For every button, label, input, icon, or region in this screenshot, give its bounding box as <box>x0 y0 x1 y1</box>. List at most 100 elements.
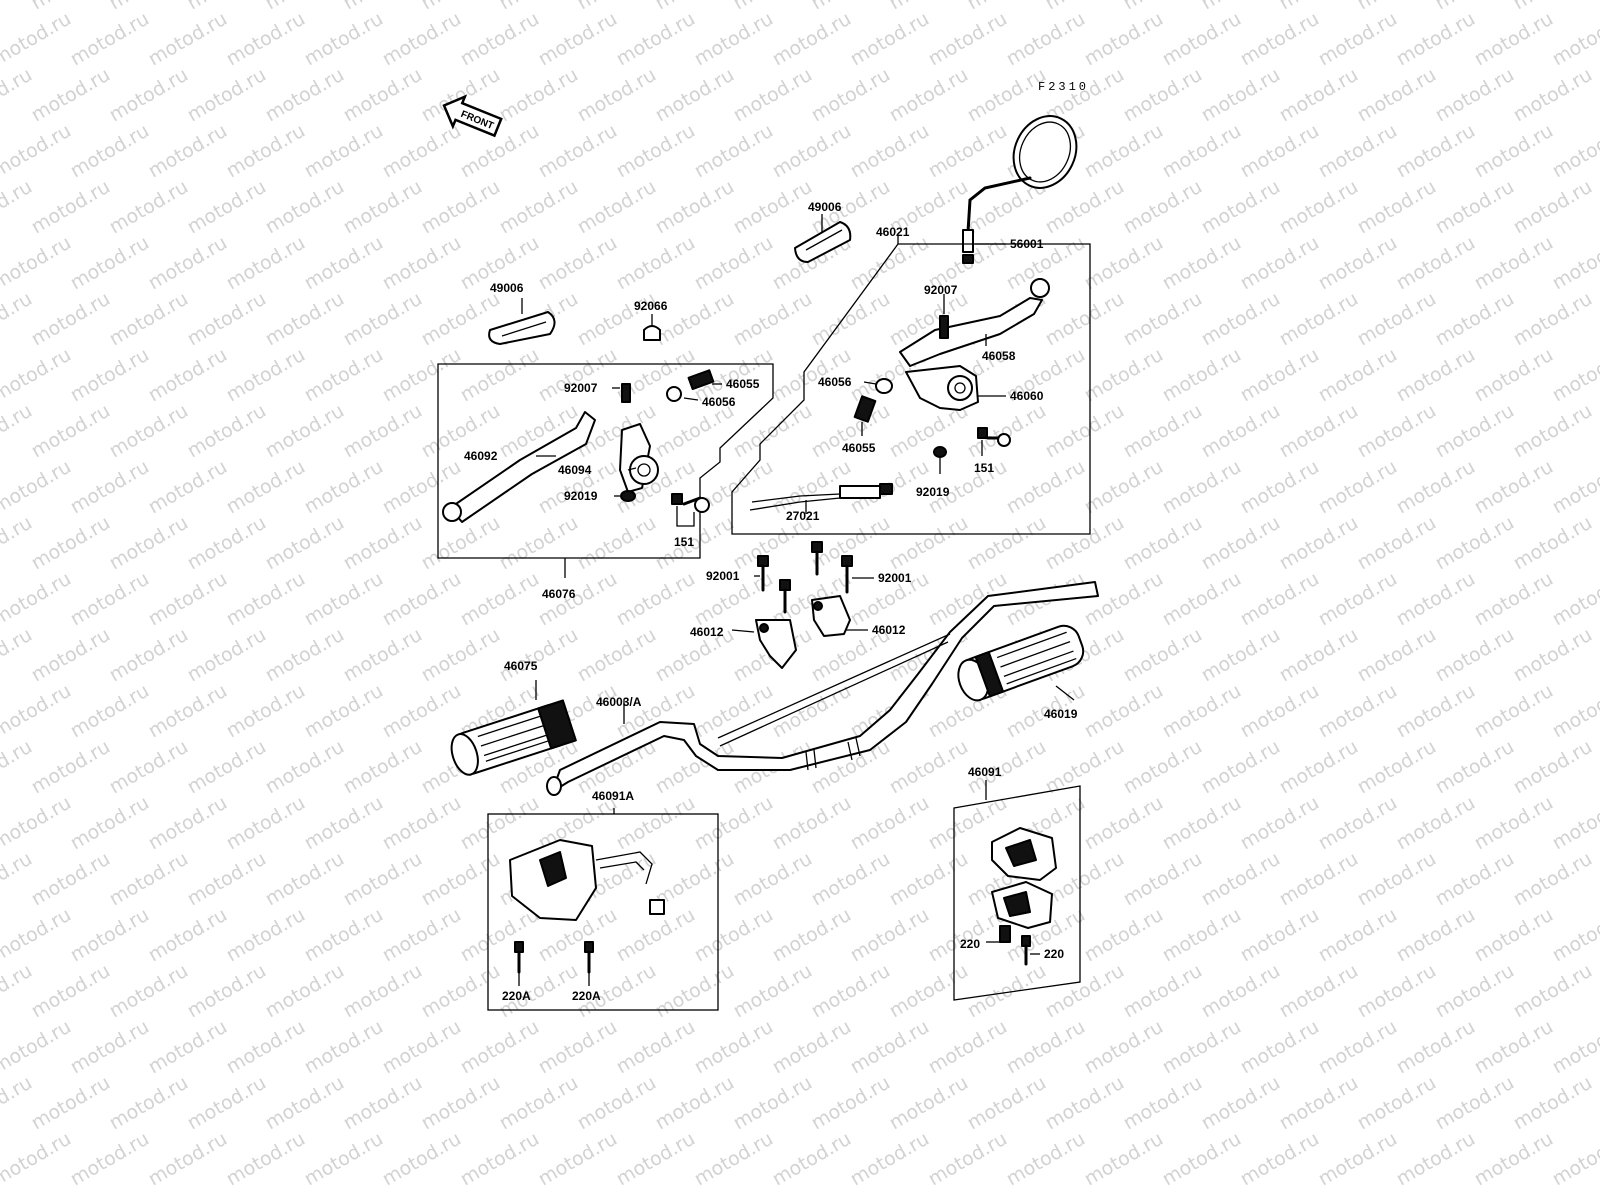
watermark-text: motod.ru <box>0 400 36 463</box>
watermark-text: motod.ru <box>223 1128 309 1191</box>
watermark-text: motod.ru <box>1120 288 1206 351</box>
watermark-text: motod.ru <box>0 848 36 911</box>
watermark-text: motod.ru <box>925 1016 1011 1079</box>
adjuster-46055-left-icon <box>666 369 715 402</box>
watermark-text: motod.ru <box>1198 512 1284 575</box>
watermark-text: motod.ru <box>301 232 387 295</box>
watermark-text: motod.ru <box>457 344 543 407</box>
watermark-text: motod.ru <box>964 0 1050 14</box>
label-46012-right: 46012 <box>872 623 906 637</box>
watermark-text: motod.ru <box>1159 680 1245 743</box>
watermark-text: motod.ru <box>301 792 387 855</box>
watermark-text: motod.ru <box>1471 232 1557 295</box>
watermark-text: motod.ru <box>223 232 309 295</box>
watermark-text: motod.ru <box>223 344 309 407</box>
watermark-text: motod.ru <box>1315 568 1401 631</box>
watermark-text: motod.ru <box>1276 176 1362 239</box>
watermark-text: motod.ru <box>28 0 114 14</box>
watermark-text: motod.ru <box>1432 848 1518 911</box>
label-46056-left: 46056 <box>702 395 736 409</box>
watermark-text: motod.ru <box>184 848 270 911</box>
watermark-text: motod.ru <box>340 400 426 463</box>
watermark-text: motod.ru <box>145 232 231 295</box>
watermark-text: motod.ru <box>262 1072 348 1135</box>
watermark-text: motod.ru <box>964 400 1050 463</box>
screw-151-right-icon <box>977 427 1011 447</box>
watermark-text: motod.ru <box>574 624 660 687</box>
watermark-text: motod.ru <box>613 568 699 631</box>
watermark-text: motod.ru <box>613 1016 699 1079</box>
label-220-right: 220 <box>1044 947 1064 961</box>
watermark-text: motod.ru <box>1276 512 1362 575</box>
watermark-text: motod.ru <box>691 1016 777 1079</box>
watermark-text: motod.ru <box>106 736 192 799</box>
watermark-text: motod.ru <box>223 568 309 631</box>
watermark-text: motod.ru <box>457 8 543 71</box>
watermark-text: motod.ru <box>28 64 114 127</box>
label-27021: 27021 <box>786 509 820 523</box>
label-46021: 46021 <box>876 225 910 239</box>
watermark-text: motod.ru <box>1510 624 1596 687</box>
watermark-text: motod.ru <box>1276 624 1362 687</box>
watermark-text: motod.ru <box>301 904 387 967</box>
watermark-text: motod.ru <box>379 904 465 967</box>
watermark-text: motod.ru <box>1432 960 1518 1023</box>
watermark-text: motod.ru <box>457 792 543 855</box>
watermark-text: motod.ru <box>0 792 75 855</box>
label-56001: 56001 <box>1010 237 1044 251</box>
watermark-text: motod.ru <box>730 64 816 127</box>
watermark-text: motod.ru <box>886 64 972 127</box>
watermark-text: motod.ru <box>1393 568 1479 631</box>
watermark-text: motod.ru <box>1315 232 1401 295</box>
watermark-text: motod.ru <box>1081 1128 1167 1191</box>
watermark-text: motod.ru <box>1003 8 1089 71</box>
watermark-text: motod.ru <box>1237 904 1323 967</box>
watermark-text: motod.ru <box>67 8 153 71</box>
watermark-text: motod.ru <box>1237 232 1323 295</box>
watermark-text: motod.ru <box>223 120 309 183</box>
watermark-text: motod.ru <box>496 624 582 687</box>
watermark-text: motod.ru <box>67 344 153 407</box>
watermark-text: motod.ru <box>67 456 153 519</box>
watermark-text: motod.ru <box>106 960 192 1023</box>
watermark-text: motod.ru <box>1198 736 1284 799</box>
watermark-text: motod.ru <box>1042 0 1128 14</box>
watermark-text: motod.ru <box>847 8 933 71</box>
watermark-text: motod.ru <box>652 64 738 127</box>
watermark-text: motod.ru <box>0 64 36 127</box>
watermark-text: motod.ru <box>1510 1072 1596 1135</box>
watermark-text: motod.ru <box>28 400 114 463</box>
label-46060: 46060 <box>1010 389 1044 403</box>
watermark-text: motod.ru <box>1120 960 1206 1023</box>
watermark-text: motod.ru <box>1432 176 1518 239</box>
watermark-text: motod.ru <box>1432 0 1518 14</box>
watermark-text: motod.ru <box>1354 736 1440 799</box>
watermark-text: motod.ru <box>1510 736 1596 799</box>
watermark-text: motod.ru <box>0 8 75 71</box>
watermark-text: motod.ru <box>1120 1072 1206 1135</box>
watermark-text: motod.ru <box>1471 568 1557 631</box>
watermark-text: motod.ru <box>340 0 426 14</box>
watermark-text: motod.ru <box>262 288 348 351</box>
watermark-text: motod.ru <box>1549 680 1600 743</box>
watermark-text: motod.ru <box>184 624 270 687</box>
watermark-text: motod.ru <box>574 512 660 575</box>
watermark-text: motod.ru <box>1081 232 1167 295</box>
watermark-text: motod.ru <box>847 232 933 295</box>
watermark-text: motod.ru <box>1042 1072 1128 1135</box>
watermark-text: motod.ru <box>28 960 114 1023</box>
watermark-text: motod.ru <box>925 120 1011 183</box>
watermark-text: motod.ru <box>1237 344 1323 407</box>
right-switch-box <box>953 785 1081 1001</box>
watermark-text: motod.ru <box>1276 64 1362 127</box>
watermark-text: motod.ru <box>730 1072 816 1135</box>
watermark-text: motod.ru <box>1549 904 1600 967</box>
label-92001-left: 92001 <box>706 569 740 583</box>
watermark-text: motod.ru <box>1432 288 1518 351</box>
watermark-text: motod.ru <box>1042 960 1128 1023</box>
watermark-text: motod.ru <box>223 904 309 967</box>
watermark-text: motod.ru <box>1510 0 1596 14</box>
master-cylinder-46060-icon <box>905 365 979 411</box>
watermark-text: motod.ru <box>769 680 855 743</box>
watermark-text: motod.ru <box>67 120 153 183</box>
